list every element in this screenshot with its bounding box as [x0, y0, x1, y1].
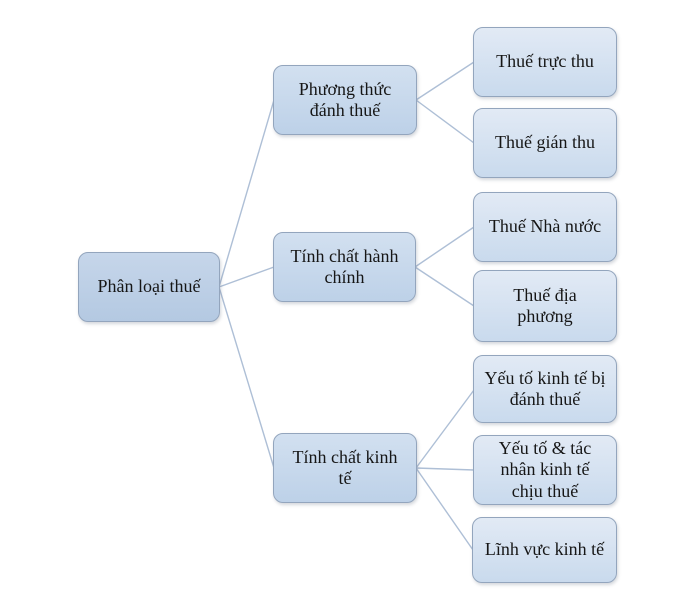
connector-branch2-leaf2: [414, 266, 475, 307]
node-thue-gian-thu: Thuế gián thu: [473, 108, 617, 178]
node-label: Phương thức đánh thuế: [298, 78, 392, 120]
node-label: Thuế gián thu: [495, 132, 595, 153]
connector-branch1-leaf1: [415, 61, 475, 101]
node-thue-truc-thu: Thuế trực thu: [473, 27, 617, 97]
node-label: Yếu tố & tác nhân kinh tế chịu thuế: [498, 438, 592, 501]
node-phan-loai-thue: Phân loại thuế: [78, 252, 220, 322]
node-yeu-to-kinh-te-bi-danh-thue: Yếu tố kinh tế bị đánh thuế: [473, 355, 617, 423]
node-tinh-chat-kinh-te: Tính chất kinh tế: [273, 433, 417, 503]
node-thue-nha-nuoc: Thuế Nhà nước: [473, 192, 617, 262]
connector-root-branch3: [218, 286, 275, 469]
node-label: Tính chất hành chính: [290, 245, 399, 287]
connector-branch2-leaf1: [414, 226, 475, 268]
connector-branch3-leaf1: [415, 389, 475, 469]
node-thue-dia-phuong: Thuế địa phương: [473, 270, 617, 342]
node-yeu-to-tac-nhan-kinh-te-chiu-thue: Yếu tố & tác nhân kinh tế chịu thuế: [473, 435, 617, 505]
node-label: Lĩnh vực kinh tế: [484, 539, 605, 560]
node-tinh-chat-hanh-chinh: Tính chất hành chính: [273, 232, 416, 302]
node-label: Phân loại thuế: [97, 276, 201, 297]
node-label: Thuế trực thu: [496, 51, 594, 72]
node-label: Thuế địa phương: [513, 284, 577, 326]
node-linh-vuc-kinh-te: Lĩnh vực kinh tế: [472, 517, 617, 583]
node-label: Tính chất kinh tế: [292, 446, 398, 488]
connector-branch3-leaf2: [415, 467, 475, 471]
node-phuong-thuc-danh-thue: Phương thức đánh thuế: [273, 65, 417, 135]
node-label: Thuế Nhà nước: [488, 216, 602, 237]
connector-branch3-leaf3: [415, 467, 474, 551]
connector-branch1-leaf2: [415, 99, 475, 144]
node-label: Yếu tố kinh tế bị đánh thuế: [484, 367, 606, 409]
connector-root-branch1: [218, 99, 275, 288]
connector-root-branch2: [218, 266, 275, 288]
